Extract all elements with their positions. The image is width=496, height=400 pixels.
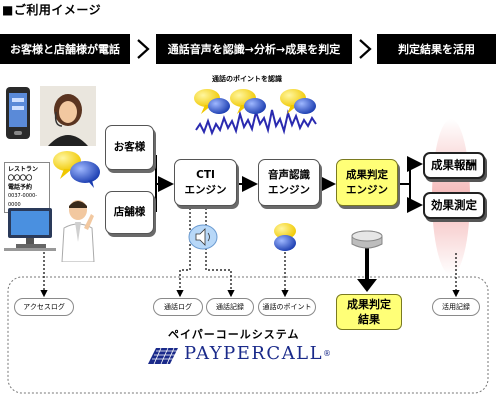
bubble-icon: [274, 223, 296, 251]
smartphone-icon: [6, 87, 30, 139]
voice-points-icon: [194, 89, 316, 114]
reward-box: 成果報酬: [423, 152, 485, 179]
store-sign-line: 〇〇〇〇: [8, 175, 33, 182]
reward-label: 成果報酬: [431, 158, 477, 172]
voice-label-line-2: エンジン: [268, 183, 310, 196]
cti-engine-box: CTI エンジン: [174, 159, 237, 206]
store-box: 店舗様: [105, 191, 154, 234]
cti-label-line-1: CTI: [196, 168, 215, 181]
call-points-tag: 通話のポイント: [258, 298, 316, 316]
system-frame: [7, 276, 489, 394]
store-sign-line: レストラン: [8, 166, 39, 173]
judge-result-box: 成果判定 結果: [336, 294, 402, 330]
step-arrow-icon: [137, 39, 150, 59]
speaker-icon: [188, 224, 218, 250]
judge-engine-box: 成果判定 エンジン: [336, 159, 398, 206]
step-3-bar: 判定結果を活用: [377, 34, 496, 64]
store-sign-line: 0037-0000-0000: [8, 193, 38, 208]
call-log-tag: 通話ログ: [153, 298, 203, 316]
judge-label-line-2: エンジン: [346, 183, 388, 196]
step-2-bar: 通話音声を認識→分析→成果を判定: [156, 34, 352, 64]
system-name: ペイパーコールシステム: [168, 328, 300, 341]
result-line-2: 結果: [358, 313, 380, 326]
effect-box: 効果測定: [423, 192, 485, 219]
store-sign: レストラン 〇〇〇〇 電話予約 0037-0000-0000: [4, 162, 50, 213]
paypercall-logo-text: PAYPERCALL: [184, 343, 324, 364]
effect-label: 効果測定: [431, 198, 477, 212]
registered-mark: ®: [323, 349, 331, 358]
judge-label-line-1: 成果判定: [346, 168, 388, 181]
voice-caption: 通話のポイントを認識: [212, 75, 282, 83]
cti-label-line-2: エンジン: [184, 183, 227, 196]
database-icon: [351, 230, 383, 249]
step-1-bar: お客様と店舗様が電話: [0, 34, 130, 64]
customer-label: お客様: [113, 141, 146, 153]
access-log-tag: アクセスログ: [14, 298, 74, 316]
computer-icon: [4, 208, 56, 251]
store-label: 店舗様: [113, 206, 146, 218]
paypercall-logo-icon: [148, 347, 178, 365]
usage-record-tag: 活用記録: [432, 298, 480, 316]
section-title: ■ご利用イメージ: [2, 3, 102, 17]
operator-woman-icon: [40, 86, 96, 146]
customer-box: お客様: [105, 125, 154, 170]
staff-man-icon: [61, 200, 95, 262]
store-sign-line: 電話予約: [8, 184, 33, 191]
call-record-tag: 通話記録: [206, 298, 254, 316]
result-line-1: 成果判定: [347, 298, 391, 311]
voice-engine-box: 音声認識 エンジン: [258, 159, 320, 206]
step-arrow-icon: [359, 39, 372, 59]
voice-label-line-1: 音声認識: [268, 168, 310, 181]
speech-bubbles-icon: [53, 151, 100, 188]
